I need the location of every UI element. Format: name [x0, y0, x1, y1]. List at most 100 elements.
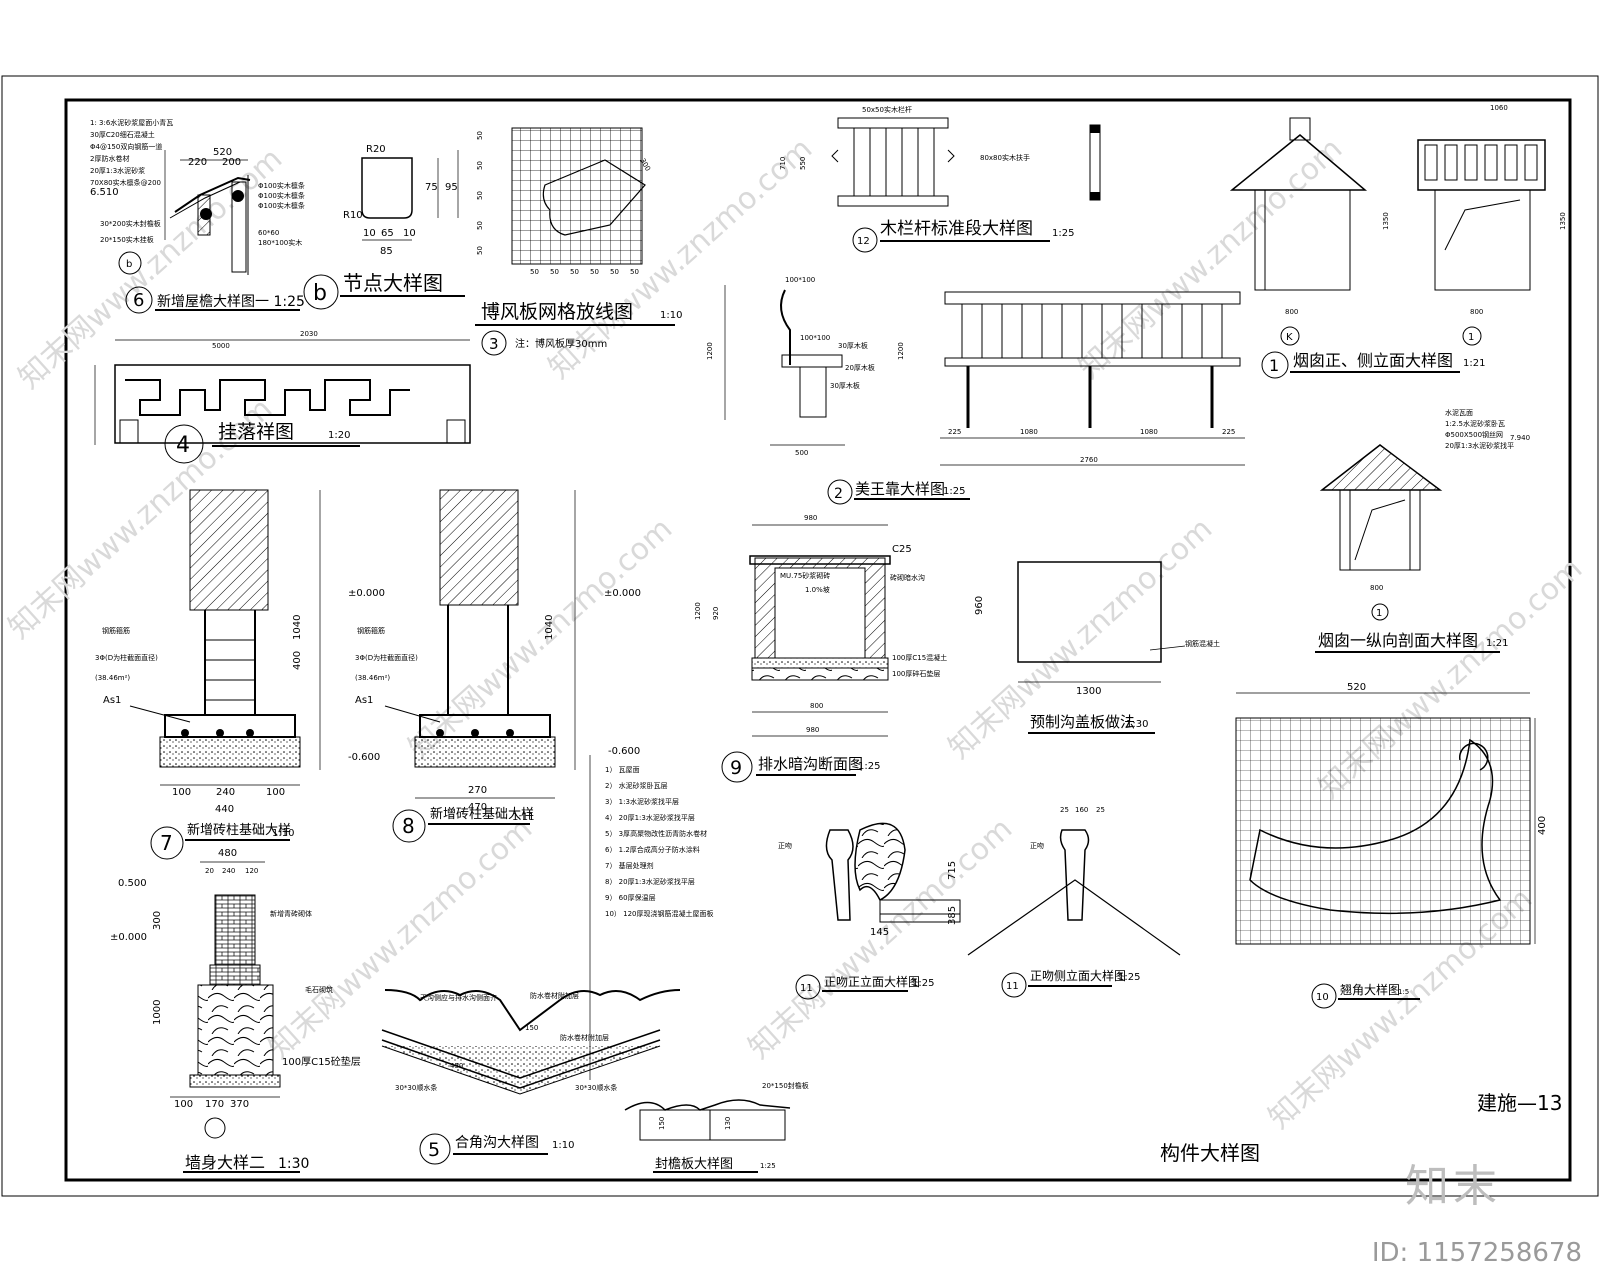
- svg-text:2厚防水卷材: 2厚防水卷材: [90, 154, 129, 163]
- dimension-label: R20: [366, 144, 386, 155]
- dimension-label: 150: [525, 1024, 538, 1032]
- dimension-label: 50: [610, 268, 619, 276]
- svg-text:20厚木板: 20厚木板: [845, 363, 875, 372]
- trench-note: 100厚C15混凝土: [892, 653, 947, 662]
- detail-title: 封檐板大样图: [655, 1157, 733, 1172]
- elevation-label: ±0.000: [604, 588, 641, 599]
- svg-text:30厚木板: 30厚木板: [838, 341, 868, 350]
- detail-note: 注：博风板厚30mm: [515, 337, 607, 350]
- layer-note: 9） 60厚保温层: [605, 893, 656, 902]
- svg-text:天沟侧应与排水沟侧面齐: 天沟侧应与排水沟侧面齐: [420, 993, 497, 1002]
- image-id-label: ID: 1157258678: [1371, 1238, 1582, 1268]
- dimension-label: 95: [445, 182, 458, 193]
- dimension-label: 710: [779, 157, 787, 170]
- wall-note: 毛石砌筑: [305, 985, 333, 994]
- dimension-label: 50: [550, 268, 559, 276]
- detail-4-fret: 2030 5000 4 挂落祥图 1:20: [94, 330, 471, 464]
- eave-note: 20*150封檐板: [762, 1081, 809, 1090]
- svg-text:50: 50: [476, 221, 484, 230]
- detail-9-trench: MU.75砂浆砌砖 1.0%坡 C25 砖砌暗水沟 100厚C15混凝土 100…: [694, 514, 947, 783]
- dimension-label: 200: [222, 157, 241, 168]
- detail-number: 8: [402, 814, 415, 838]
- svg-text:Φ500X500钢丝网: Φ500X500钢丝网: [1445, 430, 1503, 439]
- dimension-label: 30*30顺水条: [575, 1083, 617, 1092]
- svg-text:20厚1:3水泥砂浆: 20厚1:3水泥砂浆: [90, 166, 145, 175]
- detail-6-eave: 1: 3:6水泥砂浆屋面小青瓦 30厚C20细石混凝土 Φ4@150双向钢筋一道…: [90, 118, 305, 314]
- drawing-number: 建施—13: [1477, 1091, 1562, 1115]
- detail-number: 12: [857, 236, 870, 247]
- detail-8-footing: 钢筋箍筋 3Φ(D为柱截面直径) (38.46m²) As1 1040 ±0.0…: [355, 489, 641, 843]
- svg-text:20厚1:3水泥砂浆找平: 20厚1:3水泥砂浆找平: [1445, 441, 1514, 450]
- wall-note: 100厚C15砼垫层: [282, 1055, 361, 1068]
- detail-title: 新增砖柱基础大样: [187, 822, 291, 838]
- svg-text:b: b: [126, 259, 132, 270]
- dimension-label: 145: [870, 927, 889, 938]
- svg-text:50: 50: [476, 161, 484, 170]
- detail-scale: 1:5: [1398, 988, 1409, 996]
- dimension-label: 220: [188, 157, 207, 168]
- dimension-label: 400: [292, 651, 303, 670]
- dimension-label: 800: [810, 702, 823, 710]
- layer-note: 1） 瓦屋面: [605, 766, 640, 774]
- layer-note: 5） 3厚高聚物改性沥青防水卷材: [605, 829, 707, 838]
- detail-title: 美王靠大样图: [855, 480, 945, 498]
- watermark-text: 知末网www.znzmo.com: [262, 811, 539, 1066]
- layer-note: 2） 水泥砂浆卧瓦层: [605, 781, 668, 790]
- detail-number: 2: [834, 486, 843, 502]
- svg-text:100厚碎石垫层: 100厚碎石垫层: [892, 669, 940, 678]
- svg-text:50: 50: [476, 131, 484, 140]
- detail-precast-cover: 钢筋混凝土 960 1300 预制沟盖板做法 1:30: [974, 561, 1220, 734]
- dimension-label: 520: [213, 147, 232, 158]
- detail-scale: 1:21: [1463, 358, 1485, 369]
- dimension-label: 240: [222, 867, 235, 875]
- drawing-title: 构件大样图: [1160, 1141, 1260, 1165]
- dimension-label: 1080: [1140, 428, 1158, 436]
- dimension-label: 160: [1075, 806, 1088, 814]
- svg-text:30*200实木封檐板: 30*200实木封檐板: [100, 219, 161, 228]
- detail-scale: 1:30: [278, 1156, 309, 1172]
- dimension-label: 10: [363, 228, 376, 239]
- detail-title: 正吻正立面大样图: [824, 974, 920, 989]
- detail-title: 排水暗沟断面图: [758, 755, 863, 773]
- detail-number: 4: [176, 433, 190, 458]
- elevation-label: -0.600: [608, 746, 640, 757]
- layer-note: 8） 20厚1:3水泥砂浆找平层: [605, 877, 695, 886]
- svg-text:(38.46m²): (38.46m²): [355, 674, 390, 682]
- detail-scale: 1:25: [912, 978, 934, 989]
- dimension-label: 100*100: [785, 276, 815, 284]
- svg-text:1:2.5水泥砂浆卧瓦: 1:2.5水泥砂浆卧瓦: [1445, 419, 1505, 428]
- wall-note: 新增青砖砌体: [270, 909, 312, 918]
- ornament-label: 正吻: [778, 841, 792, 850]
- svg-text:1: 3:6水泥砂浆屋面小青瓦: 1: 3:6水泥砂浆屋面小青瓦: [90, 118, 173, 127]
- dimension-label: 65: [381, 228, 394, 239]
- dimension-label: 100: [172, 787, 191, 798]
- detail-number: 10: [1316, 992, 1329, 1003]
- dimension-label: 450: [450, 1062, 463, 1070]
- dimension-label: 470: [468, 802, 487, 813]
- dimension-label: 550: [799, 157, 807, 170]
- detail-eave-board: 150 130 20*150封檐板 封檐板大样图 1:25: [624, 1081, 809, 1173]
- dimension-label: 1040: [544, 615, 555, 640]
- elevation-label: -0.600: [348, 752, 380, 763]
- dimension-label: 25: [1060, 806, 1069, 814]
- dimension-label: 960: [974, 596, 985, 615]
- dimension-label: 1350: [1382, 212, 1390, 230]
- dimension-label: 800: [1370, 584, 1383, 592]
- dimension-label: 85: [380, 246, 393, 257]
- dimension-label: 2760: [1080, 456, 1098, 464]
- trench-note: MU.75砂浆砌砖: [780, 571, 830, 580]
- elevation-label: 7.940: [1510, 434, 1530, 442]
- detail-scale: 1:25: [858, 761, 880, 772]
- svg-text:60*60: 60*60: [258, 229, 279, 237]
- trench-note: C25: [892, 544, 912, 555]
- dimension-label: 1200: [706, 342, 714, 360]
- svg-text:防水卷材附加层: 防水卷材附加层: [530, 991, 579, 1000]
- detail-title: 翘角大样图: [1340, 982, 1400, 997]
- dimension-label: 100: [174, 1099, 193, 1110]
- svg-text:钢筋混凝土: 钢筋混凝土: [1185, 639, 1220, 648]
- outer-frame: [1, 75, 1599, 1197]
- detail-title: 烟囱一纵向剖面大样图: [1318, 631, 1478, 650]
- dimension-label: 10: [403, 228, 416, 239]
- detail-title: 预制沟盖板做法: [1030, 713, 1135, 731]
